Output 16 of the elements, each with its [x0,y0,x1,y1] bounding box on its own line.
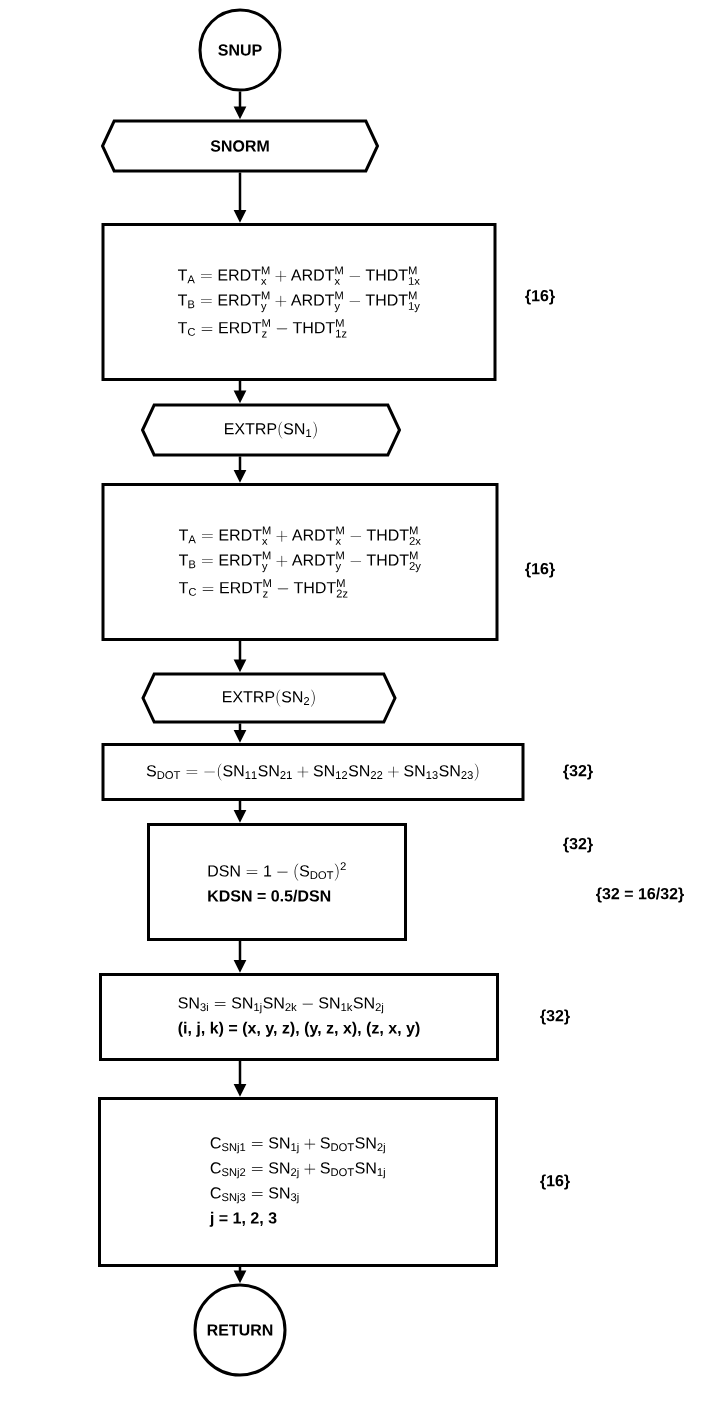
equation-number: {32} [563,764,593,780]
process-box: $\mathrm{T_{A} = ERDT^{M}_{x} + ARDT^{M}_{x} - THDT^{M}_{2x}}$ $\mathrm{T_{B} = ERDT^{M}_{y} + ARDT^{M}_{y} - THDT^{M}_{2y}}$ $\mathrm{T_{C} = ERDT^{M}_{z} - THDT^{M}_{2z}}$ [101,483,499,641]
subroutine-hexagon: SNORM [100,119,380,173]
equation-number: {32} [540,1009,570,1025]
equation-number: {32 = 16/32} [596,887,684,903]
subroutine-hexagon: $\mathrm{EXTRP(SN_{2})}$ [141,672,397,724]
process-box: $\mathrm{DSN = 1 - (S_{DOT})^{2}}$ KDSN = 0.5/DSN [147,823,407,941]
subroutine-hexagon: $\mathrm{EXTRP(SN_{1})}$ [140,403,402,457]
process-box: $\mathrm{SN_{3i} = SN_{1j}SN_{2k} - SN_{1k}SN_{2j}}$ (i, j, k) = (x, y, z), (y, z, x), (z, x, y) [99,973,499,1061]
process-box: $\mathrm{C_{SNj1} = SN_{1j} + S_{DOT}SN_{2j}}$ $\mathrm{C_{SNj2} = SN_{2j} + S_{DOT}SN_{1j}}$ $\mathrm{C_{SNj3} = SN_{3j}}$ j = 1, 2, 3 [98,1097,498,1267]
process-box: $\mathrm{T_{A} = ERDT^{M}_{x} + ARDT^{M}_{x} - THDT^{M}_{1x}}$ $\mathrm{T_{B} = ERDT^{M}_{y} + ARDT^{M}_{y} - THDT^{M}_{1y}}$ $\mathrm{T_{C} = ERDT^{M}_{z} - THDT^{M}_{1z}}$ [101,223,497,381]
equation-number: {16} [540,1174,570,1190]
process-box: $\mathrm{S_{DOT} = -(SN_{11}SN_{21} + SN_{12}SN_{22} + SN_{13}SN_{23})}$ [101,743,525,801]
equation-number: {16} [525,562,555,578]
equation-number: {32} [563,837,593,853]
equation-number: {16} [525,289,555,305]
